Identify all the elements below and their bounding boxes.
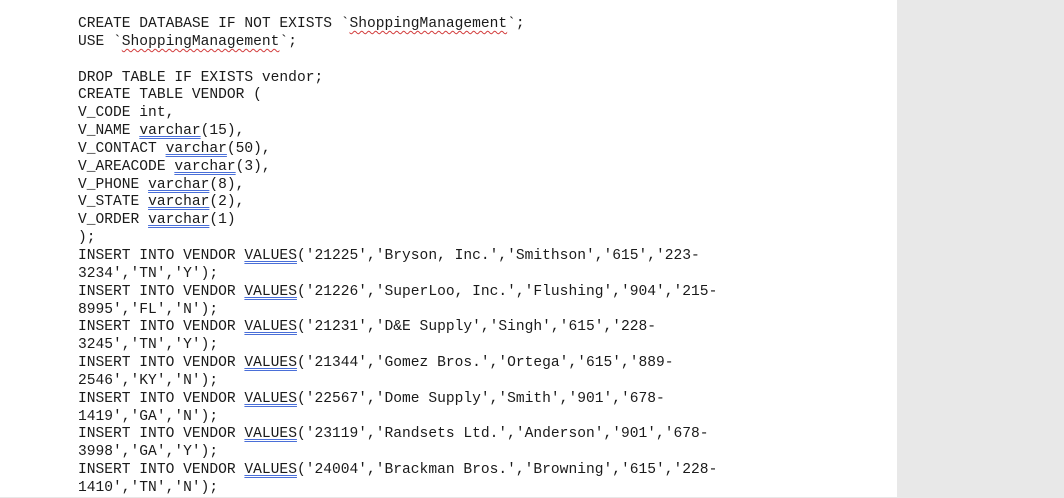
- code-line: 3245','TN','Y');: [78, 337, 717, 355]
- code-text: 1410','TN','N');: [78, 479, 219, 496]
- grammar-flagged-word[interactable]: varchar: [165, 140, 227, 157]
- grammar-flagged-word[interactable]: VALUES: [244, 390, 297, 407]
- page-gutter: [897, 0, 1064, 497]
- code-text: INSERT INTO VENDOR: [78, 462, 245, 479]
- code-text: USE `: [78, 33, 122, 50]
- grammar-flagged-word[interactable]: varchar: [148, 212, 210, 229]
- code-text: INSERT INTO VENDOR: [78, 247, 245, 264]
- code-line: USE `ShoppingManagement`;: [78, 34, 717, 52]
- code-text: V_CONTACT: [78, 140, 166, 157]
- grammar-flagged-word[interactable]: VALUES: [244, 283, 297, 300]
- code-text: 3245','TN','Y');: [78, 337, 219, 354]
- code-text: V_PHONE: [78, 176, 149, 193]
- code-text: INSERT INTO VENDOR: [78, 426, 245, 443]
- grammar-flagged-word[interactable]: varchar: [148, 176, 210, 193]
- code-line: DROP TABLE IF EXISTS vendor;: [78, 70, 717, 88]
- grammar-flagged-word[interactable]: VALUES: [244, 355, 297, 372]
- code-line: 2546','KY','N');: [78, 373, 717, 391]
- document-body[interactable]: CREATE DATABASE IF NOT EXISTS `ShoppingM…: [78, 16, 717, 498]
- code-text: CREATE TABLE VENDOR (: [78, 87, 262, 104]
- code-text: (2),: [209, 194, 245, 211]
- grammar-flagged-word[interactable]: VALUES: [244, 247, 297, 264]
- code-text: (8),: [209, 176, 245, 193]
- code-text: V_NAME: [78, 123, 140, 140]
- grammar-flagged-word[interactable]: VALUES: [244, 426, 297, 443]
- grammar-flagged-word[interactable]: varchar: [174, 158, 236, 175]
- code-text: ('21231','D&E Supply','Singh','615','228…: [296, 319, 657, 336]
- code-text: (1): [209, 212, 236, 229]
- grammar-flagged-word[interactable]: VALUES: [244, 319, 297, 336]
- blank-line: [78, 52, 717, 70]
- code-text: ('22567','Dome Supply','Smith','901','67…: [296, 390, 665, 407]
- code-line: 3998','GA','Y');: [78, 444, 717, 462]
- code-line: 3234','TN','Y');: [78, 266, 717, 284]
- code-line: INSERT INTO VENDOR VALUES('22567','Dome …: [78, 391, 717, 409]
- code-text: INSERT INTO VENDOR: [78, 390, 245, 407]
- document-page[interactable]: CREATE DATABASE IF NOT EXISTS `ShoppingM…: [0, 0, 897, 497]
- code-line: CREATE TABLE VENDOR (: [78, 87, 717, 105]
- code-text: (15),: [200, 123, 245, 140]
- code-line: INSERT INTO VENDOR VALUES('23119','Rands…: [78, 426, 717, 444]
- code-line: 1419','GA','N');: [78, 409, 717, 427]
- code-text: `;: [507, 16, 525, 32]
- code-text: );: [78, 230, 96, 247]
- code-line: V_AREACODE varchar(3),: [78, 159, 717, 177]
- code-text: (3),: [235, 158, 271, 175]
- code-text: V_ORDER: [78, 212, 149, 229]
- code-text: 3234','TN','Y');: [78, 265, 219, 282]
- code-line: INSERT INTO VENDOR VALUES('21344','Gomez…: [78, 355, 717, 373]
- code-text: V_AREACODE: [78, 158, 175, 175]
- grammar-flagged-word[interactable]: varchar: [139, 123, 201, 140]
- spelling-flagged-word[interactable]: ShoppingManagement: [349, 16, 508, 32]
- code-text: ('21226','SuperLoo, Inc.','Flushing','90…: [296, 283, 718, 300]
- code-text: ('23119','Randsets Ltd.','Anderson','901…: [296, 426, 709, 443]
- code-text: 1419','GA','N');: [78, 408, 219, 425]
- code-text: 2546','KY','N');: [78, 372, 219, 389]
- code-text: V_STATE: [78, 194, 149, 211]
- code-line: V_PHONE varchar(8),: [78, 177, 717, 195]
- code-line: V_CONTACT varchar(50),: [78, 141, 717, 159]
- code-text: (50),: [226, 140, 271, 157]
- code-text: ('24004','Brackman Bros.','Browning','61…: [296, 462, 718, 479]
- code-text: INSERT INTO VENDOR: [78, 355, 245, 372]
- code-text: DROP TABLE IF EXISTS vendor;: [78, 69, 324, 86]
- code-line: CREATE DATABASE IF NOT EXISTS `ShoppingM…: [78, 16, 717, 34]
- code-text: INSERT INTO VENDOR: [78, 283, 245, 300]
- code-line: INSERT INTO VENDOR VALUES('24004','Brack…: [78, 462, 717, 480]
- code-line: INSERT INTO VENDOR VALUES('21226','Super…: [78, 284, 717, 302]
- code-text: `;: [279, 33, 297, 50]
- code-line: 8995','FL','N');: [78, 302, 717, 320]
- code-text: INSERT INTO VENDOR: [78, 319, 245, 336]
- code-text: ('21225','Bryson, Inc.','Smithson','615'…: [296, 247, 700, 264]
- code-text: ('21344','Gomez Bros.','Ortega','615','8…: [296, 355, 674, 372]
- code-line: V_STATE varchar(2),: [78, 194, 717, 212]
- code-text: 8995','FL','N');: [78, 301, 219, 318]
- code-line: V_NAME varchar(15),: [78, 123, 717, 141]
- code-text: CREATE DATABASE IF NOT EXISTS `: [78, 16, 350, 32]
- code-line: 1410','TN','N');: [78, 480, 717, 498]
- code-line: INSERT INTO VENDOR VALUES('21231','D&E S…: [78, 319, 717, 337]
- code-line: INSERT INTO VENDOR VALUES('21225','Bryso…: [78, 248, 717, 266]
- code-line: );: [78, 230, 717, 248]
- spelling-flagged-word[interactable]: ShoppingManagement: [121, 33, 280, 50]
- code-line: V_CODE int,: [78, 105, 717, 123]
- grammar-flagged-word[interactable]: VALUES: [244, 462, 297, 479]
- code-text: 3998','GA','Y');: [78, 444, 219, 461]
- code-line: V_ORDER varchar(1): [78, 212, 717, 230]
- code-text: V_CODE int,: [78, 105, 175, 122]
- grammar-flagged-word[interactable]: varchar: [148, 194, 210, 211]
